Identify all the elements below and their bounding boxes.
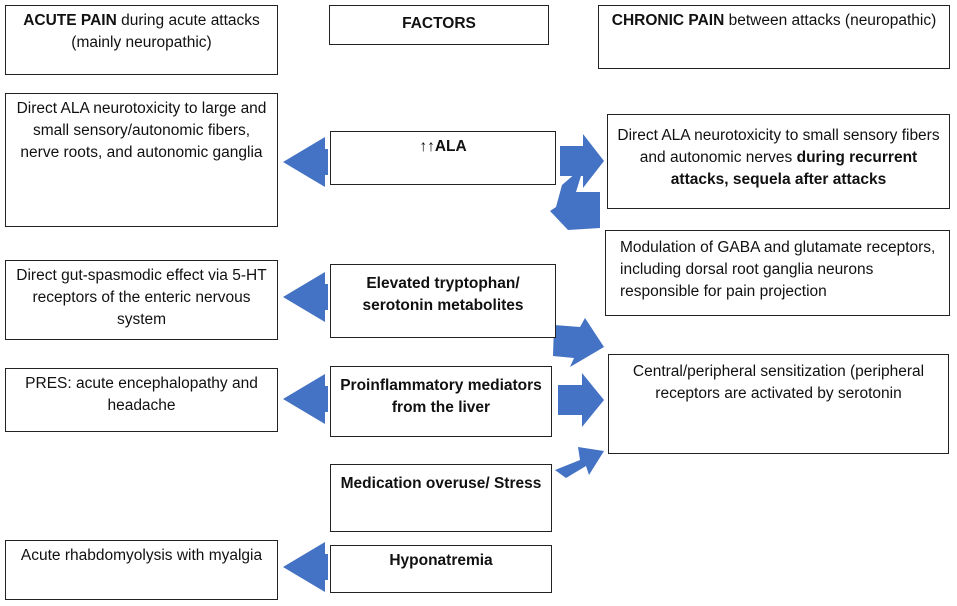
- chronic-sensitization: Central/peripheral sensitization (periph…: [608, 354, 949, 454]
- chronic-ala-plain: Direct ALA neurotoxicity to small sensor…: [617, 127, 940, 166]
- chronic-ala-bold: during recurrent attacks, sequela after …: [670, 149, 918, 188]
- acute-pres: PRES: acute encephalopathy and headache: [5, 368, 278, 432]
- header-chronic-pain-bold: CHRONIC PAIN: [611, 12, 725, 29]
- arrow-inflammatory-to-sensitization: [558, 373, 604, 427]
- arrow-tryptophan-to-acute: [283, 272, 328, 322]
- header-chronic-pain-rest: between attacks (neuropathic): [724, 12, 937, 29]
- header-acute-pain-bold: ACUTE PAIN: [23, 12, 117, 29]
- factor-medication-stress: Medication overuse/ Stress: [330, 464, 552, 532]
- arrow-hyponatremia-to-acute: [283, 542, 328, 592]
- factor-proinflammatory: Proinflammatory mediators from the liver: [330, 366, 552, 437]
- acute-ala-neurotoxicity: Direct ALA neurotoxicity to large and sm…: [5, 93, 278, 227]
- acute-gut-spasmodic: Direct gut-spasmodic effect via 5-HT rec…: [5, 260, 278, 340]
- arrow-ala-to-chronic: [560, 134, 604, 188]
- factor-hyponatremia: Hyponatremia: [330, 545, 552, 593]
- chronic-ala-neurotoxicity: Direct ALA neurotoxicity to small sensor…: [607, 114, 950, 209]
- header-acute-pain-rest: during acute attacks (mainly neuropathic…: [71, 12, 260, 51]
- arrow-medication-to-sensitization: [555, 447, 604, 478]
- acute-rhabdomyolysis: Acute rhabdomyolysis with myalgia: [5, 540, 278, 600]
- factor-tryptophan: Elevated tryptophan/ serotonin metabolit…: [330, 264, 556, 338]
- arrow-tryptophan-to-sensitization: [553, 318, 604, 367]
- header-acute-pain: ACUTE PAIN during acute attacks (mainly …: [5, 5, 278, 75]
- chronic-gaba-modulation: Modulation of GABA and glutamate recepto…: [605, 230, 950, 316]
- arrow-ala-to-acute: [283, 137, 328, 187]
- arrow-inflammatory-to-acute: [283, 374, 328, 424]
- header-chronic-pain: CHRONIC PAIN between attacks (neuropathi…: [598, 5, 950, 69]
- arrow-ala-to-gaba: [550, 166, 600, 230]
- header-factors: FACTORS: [329, 5, 549, 45]
- factor-ala: ↑↑ALA: [330, 131, 556, 185]
